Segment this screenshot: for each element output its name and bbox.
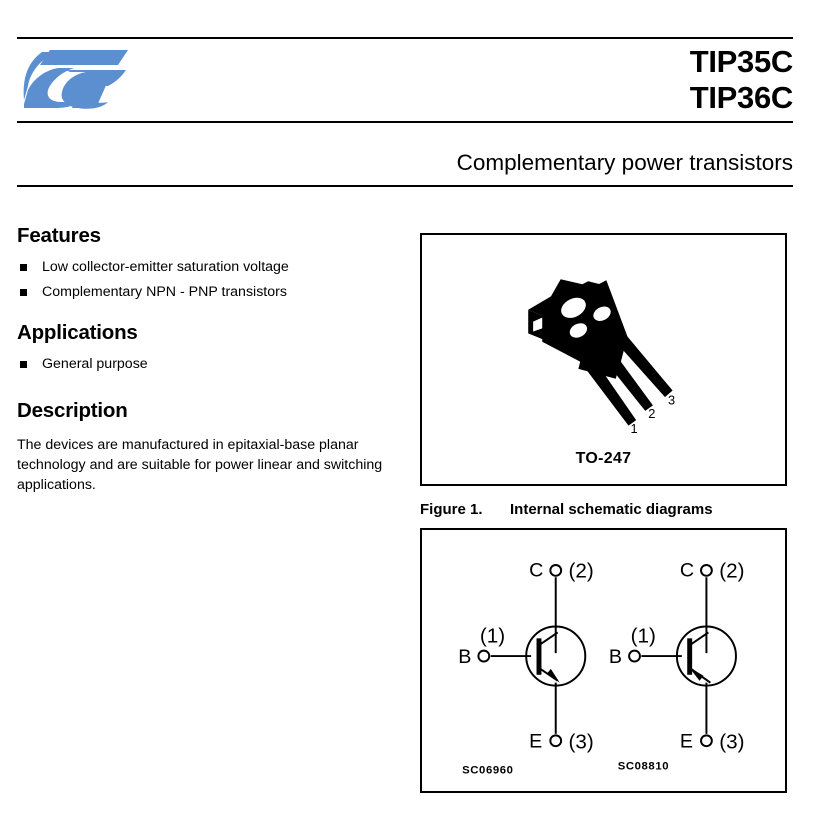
list-item-label: General purpose [42,356,148,373]
description-heading: Description [17,398,128,422]
pnp-emitter-pin: (3) [719,731,744,754]
header-bottom-rule [17,185,793,187]
pin-number-1: 1 [631,421,638,436]
square-bullet-icon [20,264,27,271]
list-item-label: Complementary NPN - PNP transistors [42,284,287,301]
square-bullet-icon [20,289,27,297]
pnp-schematic [628,563,737,748]
npn-emitter-pin: (3) [569,731,594,754]
package-illustration-box: 3 2 1 TO-247 [420,233,787,486]
st-logo [23,50,128,109]
list-item-label: Low collector-emitter saturation voltage [42,259,289,275]
to247-package-drawing: 3 2 1 [528,279,675,436]
part-number-block: TIP35C TIP36C [689,44,794,116]
description-body: The devices are manufactured in epitaxia… [17,436,383,493]
npn-emitter-letter: E [529,731,542,753]
pin-number-3: 3 [668,392,675,407]
npn-reference-code: SC06960 [462,764,513,776]
figure-number: Figure 1. [420,501,483,518]
pnp-collector-pin: (2) [719,559,744,582]
square-bullet-icon [20,361,27,369]
features-heading: Features [17,224,101,247]
part-number-2: TIP36C [689,79,794,115]
pnp-base-letter: B [609,646,622,668]
pnp-reference-code: SC08810 [618,760,669,772]
internal-schematic-diagrams: C (2) B (1) E (3) SC06960 C (2) B (1) E … [458,559,744,776]
package-type-label: TO-247 [575,450,632,467]
features-list: Low collector-emitter saturation voltage… [17,260,392,299]
applications-heading: Applications [17,321,138,345]
pin-number-2: 2 [648,406,655,421]
pnp-emitter-letter: E [680,731,693,753]
pnp-collector-letter: C [680,559,694,581]
npn-base-letter: B [458,646,471,668]
page-title: Complementary power transistors [456,150,793,175]
list-item: Low collector-emitter saturation voltage [17,260,392,274]
list-item: General purpose [17,356,392,373]
npn-base-pin: (1) [480,624,505,647]
npn-collector-letter: C [529,559,543,581]
figure-caption: Figure 1. Internal schematic diagrams [420,501,713,518]
left-content-column: Features Low collector-emitter saturatio… [17,224,392,495]
npn-schematic [477,563,587,748]
applications-list: General purpose [17,356,392,373]
npn-collector-pin: (2) [569,559,594,582]
header-top-rule [17,37,793,39]
pnp-base-pin: (1) [631,624,656,647]
part-number-1: TIP35C [689,44,794,79]
header-middle-rule [17,121,793,123]
schematic-diagram-box: C (2) B (1) E (3) SC06960 C (2) B (1) E … [420,528,787,793]
figure-title: Internal schematic diagrams [510,501,713,518]
list-item: Complementary NPN - PNP transistors [17,285,392,299]
